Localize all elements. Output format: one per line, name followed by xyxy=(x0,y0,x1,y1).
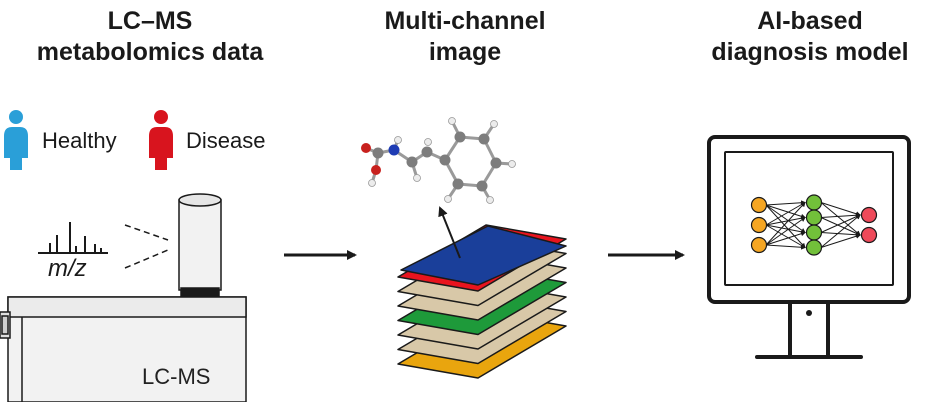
title-lcms-data: LC–MS metabolomics data xyxy=(0,6,300,68)
nn-node xyxy=(860,206,878,224)
nn-node xyxy=(805,209,823,226)
nn-connection xyxy=(765,224,806,248)
nn-node xyxy=(805,239,823,256)
nn-connection xyxy=(765,204,806,234)
spectrum-connector-lines xyxy=(124,224,169,269)
title-lcms-line2: metabolomics data xyxy=(36,38,264,66)
nn-connection xyxy=(820,232,861,238)
title-image-line2: image xyxy=(428,38,502,66)
nn-connection xyxy=(820,212,861,218)
title-image-line1: Multi-channel xyxy=(384,7,546,35)
label-healthy: Healthy xyxy=(42,128,117,153)
nn-connection xyxy=(820,214,861,233)
title-multichannel-image: Multi-channel image xyxy=(330,6,600,68)
nn-connection xyxy=(765,202,806,226)
lcms-instrument xyxy=(0,193,247,402)
title-model-line1: AI-based xyxy=(757,7,863,35)
label-lcms-instrument: LC-MS xyxy=(142,364,211,389)
nn-connection xyxy=(820,214,861,248)
title-lcms-line1: LC–MS xyxy=(107,7,193,35)
molecule-pointer-arrow xyxy=(438,206,461,259)
nn-connection xyxy=(765,224,806,235)
nn-connection xyxy=(765,244,806,250)
nn-connection xyxy=(765,231,806,246)
nn-node xyxy=(750,216,768,234)
nn-node xyxy=(750,236,768,254)
monitor-icon xyxy=(707,135,911,359)
label-mz: m/z xyxy=(48,255,87,282)
nn-connection xyxy=(765,215,806,226)
title-model-line2: diagnosis model xyxy=(711,38,909,66)
nn-connection xyxy=(820,202,861,217)
nn-connection xyxy=(765,201,806,246)
label-disease: Disease xyxy=(186,128,266,153)
nn-connection xyxy=(765,204,806,219)
title-ai-model: AI-based diagnosis model xyxy=(685,6,935,68)
multichannel-image-stack xyxy=(397,206,567,379)
nn-connection xyxy=(820,233,861,248)
nn-connection xyxy=(820,202,861,236)
nn-node xyxy=(860,226,878,244)
nn-connection xyxy=(765,216,806,246)
image-channel-layer xyxy=(400,225,567,286)
nn-connection xyxy=(820,217,861,236)
nn-connection xyxy=(765,204,806,249)
molecule-3d-icon xyxy=(361,117,516,204)
nn-node xyxy=(805,224,823,241)
mass-spectrum-icon xyxy=(38,222,108,254)
monitor-power-dot xyxy=(806,310,812,316)
nn-connection xyxy=(765,200,806,206)
disease-person-icon xyxy=(149,110,173,170)
nn-node xyxy=(805,194,823,211)
healthy-person-icon xyxy=(4,110,28,170)
neural-network-icon xyxy=(750,194,878,256)
nn-node xyxy=(750,196,768,214)
